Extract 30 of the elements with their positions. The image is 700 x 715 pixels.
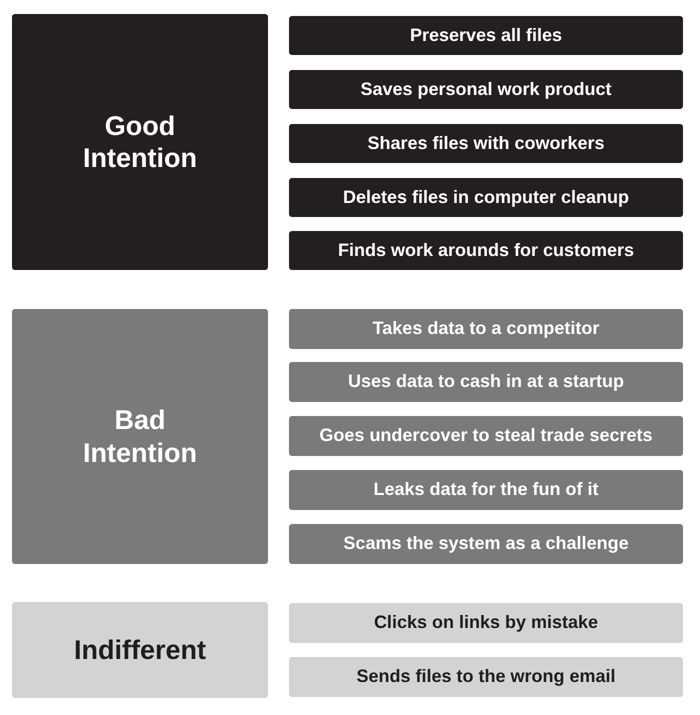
behavior-bar: [289, 416, 683, 456]
bar-label: Goes undercover to steal trade secrets: [319, 425, 653, 447]
behavior-bar: [289, 16, 683, 55]
behavior-bar: [289, 309, 683, 349]
category-label: Bad Intention: [82, 404, 198, 469]
behavior-bar: [289, 657, 683, 697]
bar-label: Shares files with coworkers: [367, 132, 605, 154]
behavior-bar: [289, 524, 683, 564]
bar-label: Clicks on links by mistake: [374, 612, 598, 634]
bar-label: Leaks data for the fun of it: [373, 479, 599, 501]
category-box: [12, 602, 268, 698]
behavior-bar: [289, 603, 683, 643]
bar-label: Scams the system as a challenge: [343, 533, 629, 555]
bar-label: Deletes files in computer cleanup: [342, 186, 630, 208]
bar-label: Takes data to a competitor: [372, 318, 600, 340]
bar-label: Saves personal work product: [360, 78, 612, 100]
behavior-bar: [289, 124, 683, 163]
behavior-bar: [289, 178, 683, 217]
behavior-bar: [289, 70, 683, 109]
behavior-bar: [289, 362, 683, 402]
behavior-bar: [289, 231, 683, 270]
category-label: Good Intention: [82, 110, 198, 174]
category-box: [12, 14, 268, 270]
category-box: [12, 309, 268, 564]
bar-label: Sends files to the wrong email: [356, 666, 616, 688]
bar-label: Finds work arounds for customers: [338, 240, 634, 262]
behavior-bar: [289, 470, 683, 510]
bar-label: Uses data to cash in at a startup: [348, 371, 624, 393]
category-label: Indifferent: [74, 634, 206, 666]
bar-label: Preserves all files: [410, 24, 562, 46]
